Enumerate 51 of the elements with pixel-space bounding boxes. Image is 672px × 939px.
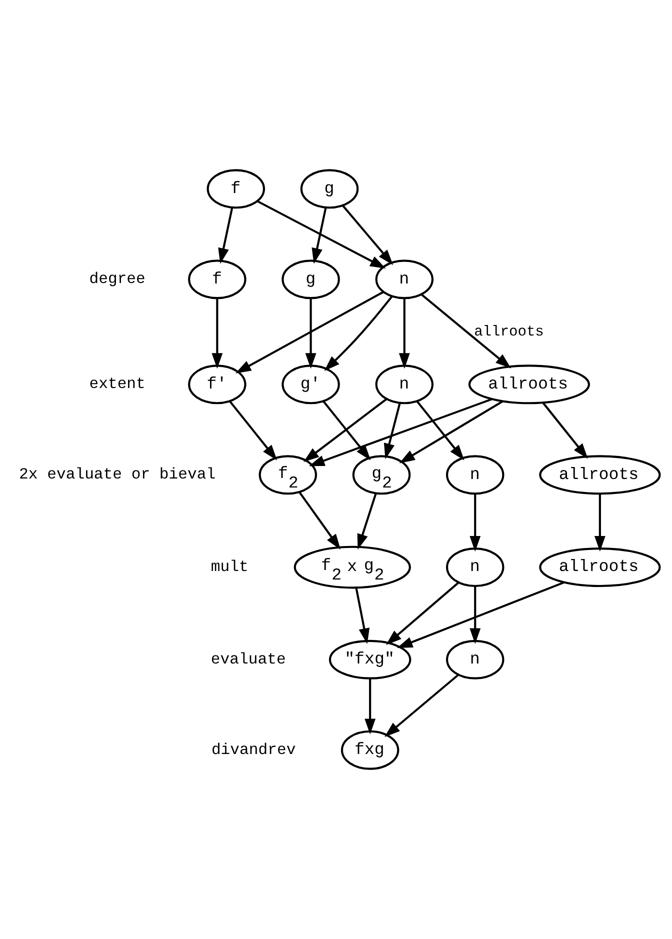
arrow xyxy=(312,208,327,264)
arrow xyxy=(357,493,377,550)
arrow xyxy=(384,674,459,737)
arrow xyxy=(298,491,341,550)
arrow xyxy=(303,398,387,462)
node-ellipse: g xyxy=(300,169,359,209)
arrow xyxy=(594,494,606,552)
node-ellipse: fxg xyxy=(340,730,400,770)
arrow xyxy=(322,400,371,460)
label: 2x evaluate or bieval xyxy=(19,466,216,484)
arrow xyxy=(398,298,410,369)
arrow xyxy=(324,296,393,371)
arrow xyxy=(212,298,223,369)
label: extent xyxy=(89,375,146,394)
arrow xyxy=(305,298,316,369)
arrow xyxy=(218,208,234,264)
node-ellipse: g' xyxy=(282,364,340,404)
node-ellipse: allroots xyxy=(468,364,590,404)
arrow xyxy=(470,586,481,644)
label: divandrev xyxy=(211,740,296,759)
arrow xyxy=(308,398,492,466)
node-ellipse: n xyxy=(446,548,504,588)
arrow xyxy=(396,581,564,648)
node-ellipse: n xyxy=(446,455,504,495)
arrow xyxy=(470,494,481,552)
node-ellipse: allroots xyxy=(539,548,661,588)
label: evaluate xyxy=(210,650,286,668)
arrow xyxy=(421,294,512,368)
arrow xyxy=(235,291,384,374)
node-ellipse: f xyxy=(188,260,246,300)
arrow xyxy=(542,402,588,459)
arrow xyxy=(416,400,464,460)
arrow xyxy=(355,588,370,644)
edge-label: allroots xyxy=(474,324,544,341)
arrow xyxy=(399,400,504,464)
arrow xyxy=(256,200,386,269)
arrow xyxy=(342,205,394,266)
arrow xyxy=(384,402,401,460)
arrow xyxy=(229,400,278,460)
label: degree xyxy=(89,270,146,288)
node-ellipse: allroots xyxy=(539,455,661,495)
node-ellipse: f' xyxy=(188,364,246,404)
node-ellipse: n xyxy=(375,260,434,300)
node-ellipse: f xyxy=(206,169,266,209)
arrow xyxy=(386,582,459,645)
arrow xyxy=(364,678,376,734)
label: mult xyxy=(210,558,248,576)
node-ellipse: n xyxy=(446,640,504,680)
node-ellipse: "fxg" xyxy=(328,640,412,680)
node-ellipse: g xyxy=(282,260,340,300)
node-ellipse: n xyxy=(375,364,434,404)
